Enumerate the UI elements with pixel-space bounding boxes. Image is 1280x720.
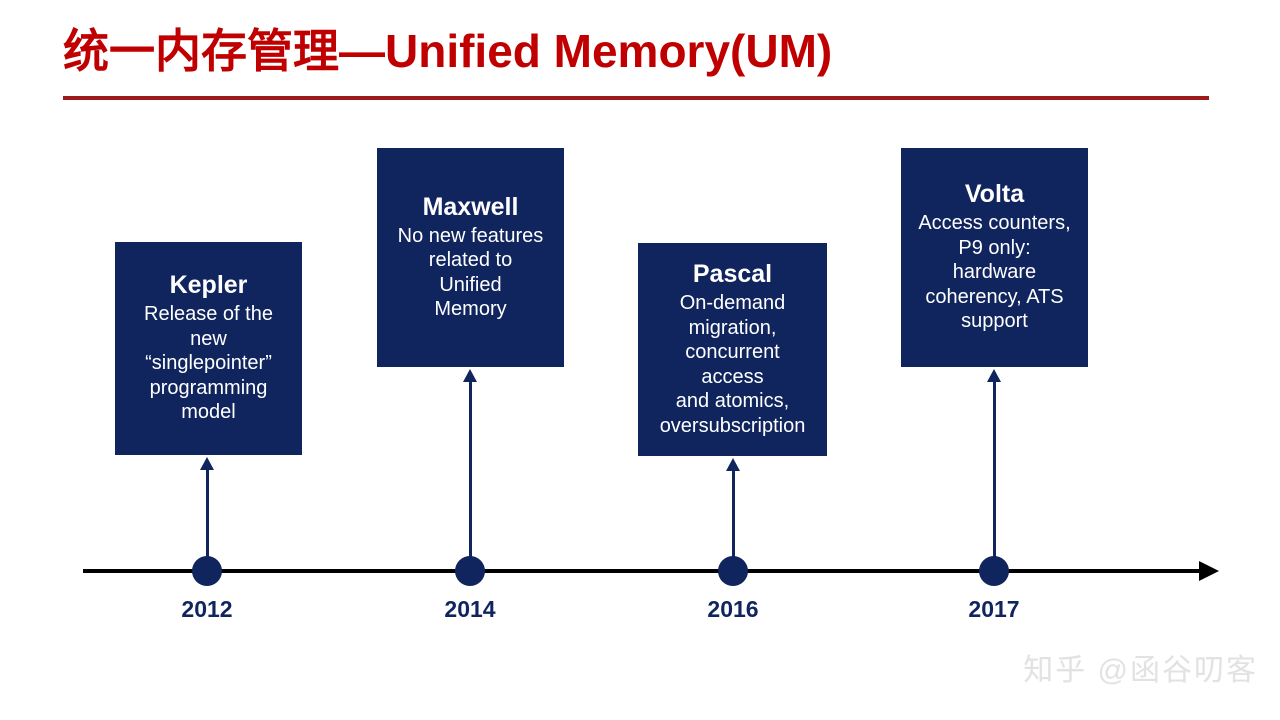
milestone-title: Pascal [692,260,773,288]
connector-line-kepler [205,468,209,568]
connector-line-maxwell [468,380,472,568]
timeline-arrow-icon [1199,561,1219,581]
connector-line-pascal [731,469,735,568]
milestone-box-volta[interactable]: Volta Access counters, P9 only: hardware… [901,148,1088,367]
timeline-year-2016: 2016 [707,596,759,622]
timeline-node-2012[interactable] [192,556,222,586]
timeline-axis [83,569,1203,573]
timeline-node-2014[interactable] [455,556,485,586]
milestone-title: Volta [964,180,1025,209]
connector-arrow-icon-maxwell [463,369,477,382]
timeline-year-2012: 2012 [181,596,233,622]
timeline-year-2017: 2017 [968,596,1020,622]
timeline-year-2014: 2014 [444,596,496,622]
timeline-node-2016[interactable] [718,556,748,586]
connector-line-volta [992,380,996,568]
page-title: 统一内存管理—Unified Memory(UM) [63,25,833,77]
connector-arrow-icon-volta [987,369,1001,382]
milestone-box-pascal[interactable]: Pascal On-demand migration, concurrent a… [638,243,827,456]
milestone-title: Kepler [169,271,248,300]
milestone-body: No new features related to Unified Memor… [397,224,544,321]
watermark: 知乎 @函谷叨客 [1023,654,1258,687]
milestone-body: Access counters, P9 only: hardware coher… [918,212,1071,333]
milestone-title: Maxwell [422,192,519,221]
title-divider [63,96,1209,100]
timeline-node-2017[interactable] [979,556,1009,586]
milestone-box-kepler[interactable]: Kepler Release of the new “singlepointer… [115,242,302,455]
connector-arrow-icon-pascal [726,458,740,471]
milestone-body: Release of the new “singlepointer” progr… [144,303,273,424]
milestone-box-maxwell[interactable]: Maxwell No new features related to Unifi… [377,148,564,367]
connector-arrow-icon-kepler [200,457,214,470]
milestone-body: On-demand migration, concurrent access a… [659,292,806,437]
